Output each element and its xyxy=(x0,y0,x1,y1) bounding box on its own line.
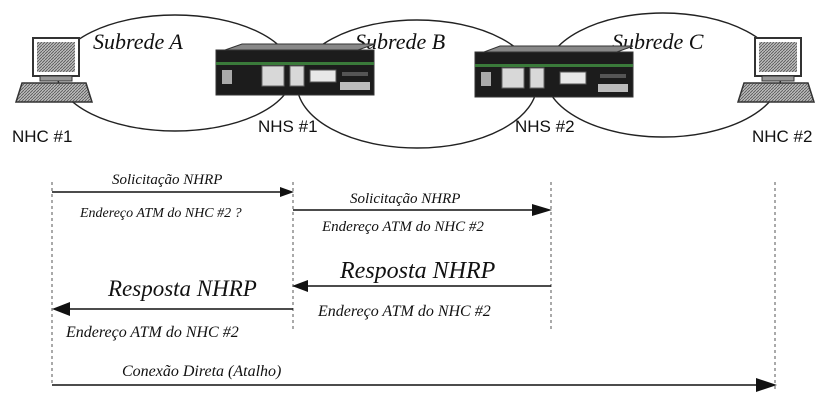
arrowhead-icon xyxy=(756,378,777,392)
arrowhead-icon xyxy=(52,302,70,316)
nhs1-label: NHS #1 xyxy=(258,117,318,136)
nhc2-label: NHC #2 xyxy=(752,127,812,146)
router-icon xyxy=(475,46,633,97)
direct-connection-label: Conexão Direta (Atalho) xyxy=(122,363,281,380)
subnet-c-label: Subrede C xyxy=(612,29,704,54)
nhc1-label: NHC #1 xyxy=(12,127,72,146)
response-2-title: Resposta NHRP xyxy=(107,276,257,301)
router-icon xyxy=(216,44,375,95)
computer-icon xyxy=(738,38,814,102)
computer-icon xyxy=(16,38,92,102)
subnet-a-label: Subrede A xyxy=(93,29,183,54)
arrowhead-icon xyxy=(532,204,552,216)
request-1-detail: Endereço ATM do NHC #2 ? xyxy=(79,206,242,221)
response-2-detail: Endereço ATM do NHC #2 xyxy=(65,324,239,341)
request-2-detail: Endereço ATM do NHC #2 xyxy=(321,219,484,235)
arrowhead-icon xyxy=(280,187,294,197)
response-1-detail: Endereço ATM do NHC #2 xyxy=(317,303,491,320)
request-2-title: Solicitação NHRP xyxy=(350,191,460,207)
arrowhead-icon xyxy=(292,280,308,292)
request-1-title: Solicitação NHRP xyxy=(112,172,222,188)
nhs2-label: NHS #2 xyxy=(515,117,575,136)
response-1-title: Resposta NHRP xyxy=(339,258,496,284)
